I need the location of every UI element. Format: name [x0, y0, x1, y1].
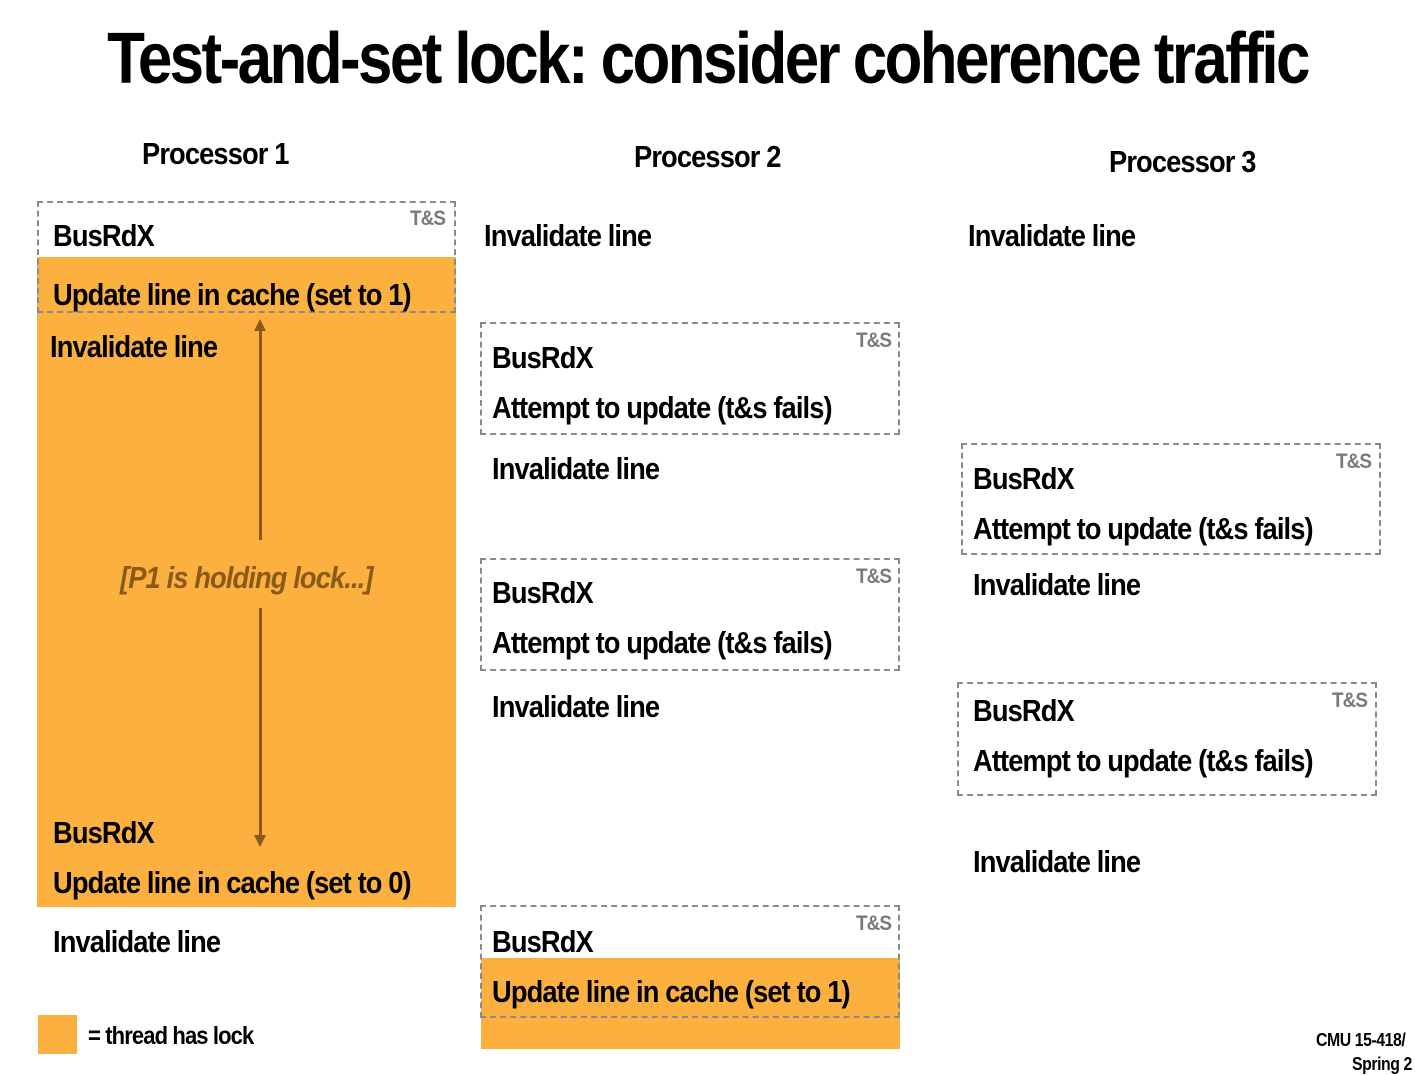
- processor-1-header: Processor 1: [142, 136, 289, 171]
- p2-ts-box-3: [480, 905, 900, 1018]
- processor-2-header: Processor 2: [634, 139, 781, 174]
- footer-course: CMU 15-418/: [1316, 1030, 1406, 1050]
- p2-ts-box-1: [480, 322, 900, 435]
- p2-busrdx-2: BusRdX: [492, 575, 594, 610]
- footer-term: Spring 2: [1352, 1054, 1412, 1074]
- p2-attempt-1: Attempt to update (t&s fails): [492, 390, 833, 425]
- p3-ts-tag-2: T&S: [1332, 689, 1368, 712]
- legend-swatch: [38, 1015, 77, 1054]
- arrow-up-head: [252, 318, 268, 332]
- p2-invalidate-1: Invalidate line: [484, 218, 652, 253]
- p2-lock-held-region: [481, 958, 900, 1049]
- p2-ts-tag-3: T&S: [856, 912, 892, 935]
- p2-invalidate-2: Invalidate line: [492, 451, 660, 486]
- arrow-shaft-top: [259, 330, 262, 540]
- p3-ts-box-2: [957, 682, 1377, 796]
- p3-ts-box-1: [961, 443, 1381, 555]
- p2-ts-box-2: [480, 558, 900, 671]
- p3-invalidate-1: Invalidate line: [968, 218, 1136, 253]
- p1-ts-tag: T&S: [410, 207, 446, 230]
- arrow-shaft-bottom: [259, 608, 262, 836]
- p1-lock-held-region: [37, 257, 456, 907]
- p2-attempt-2: Attempt to update (t&s fails): [492, 625, 833, 660]
- p3-ts-tag-1: T&S: [1336, 450, 1372, 473]
- p1-invalidate-2: Invalidate line: [53, 924, 221, 959]
- slide-title: Test-and-set lock: consider coherence tr…: [107, 19, 1310, 99]
- p1-busrdx-2: BusRdX: [53, 815, 155, 850]
- p2-busrdx-3: BusRdX: [492, 924, 594, 959]
- legend-text: = thread has lock: [88, 1022, 254, 1050]
- p3-attempt-1: Attempt to update (t&s fails): [973, 511, 1314, 546]
- processor-3-header: Processor 3: [1109, 144, 1256, 179]
- p1-update-set1: Update line in cache (set to 1): [53, 277, 412, 312]
- p2-invalidate-3: Invalidate line: [492, 689, 660, 724]
- p3-invalidate-2: Invalidate line: [973, 567, 1141, 602]
- arrow-down-head: [252, 834, 268, 848]
- p3-invalidate-3: Invalidate line: [973, 844, 1141, 879]
- p3-busrdx-2: BusRdX: [973, 693, 1075, 728]
- p3-attempt-2: Attempt to update (t&s fails): [973, 743, 1314, 778]
- p2-ts-tag-1: T&S: [856, 329, 892, 352]
- p1-busrdx-1: BusRdX: [53, 218, 155, 253]
- p1-invalidate-1: Invalidate line: [50, 329, 218, 364]
- p1-update-set0: Update line in cache (set to 0): [53, 865, 412, 900]
- p2-ts-tag-2: T&S: [856, 565, 892, 588]
- p3-busrdx-1: BusRdX: [973, 461, 1075, 496]
- p1-ts-box: [37, 201, 456, 313]
- p2-busrdx-1: BusRdX: [492, 340, 594, 375]
- p1-holding-lock-note: [P1 is holding lock...]: [120, 560, 373, 595]
- p2-update-set1: Update line in cache (set to 1): [492, 974, 851, 1009]
